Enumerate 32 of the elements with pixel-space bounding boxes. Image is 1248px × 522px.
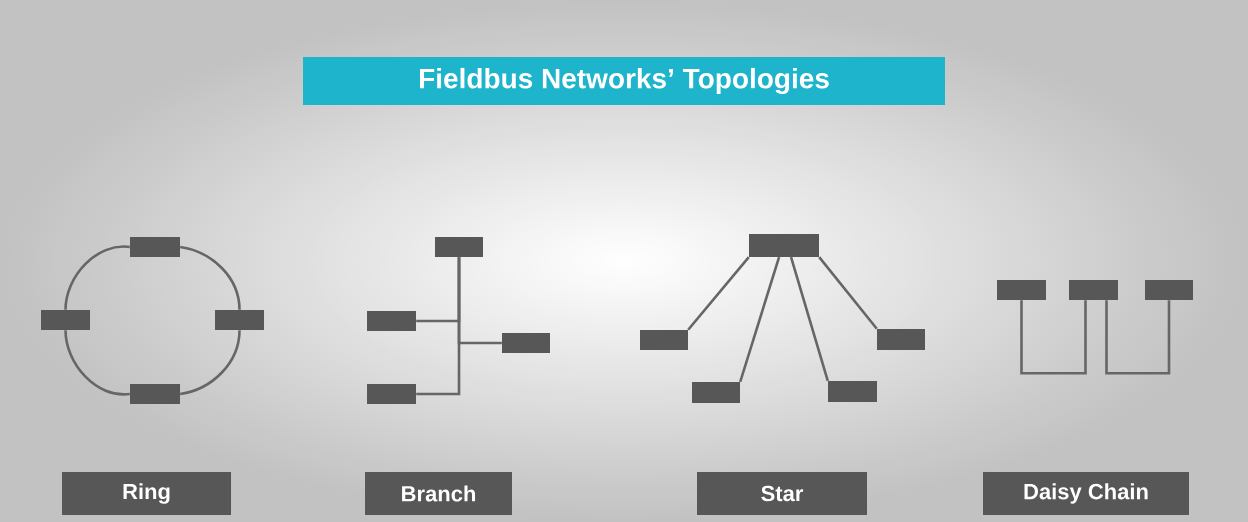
topology-label: Star	[697, 472, 867, 515]
connection-line	[64, 330, 130, 396]
connection-line	[1020, 300, 1087, 375]
connection-line	[818, 256, 878, 330]
device-box	[828, 381, 877, 402]
device-box	[130, 384, 180, 404]
device-box	[640, 330, 688, 350]
connection-line	[179, 330, 241, 396]
device-box	[1069, 280, 1118, 300]
device-box	[215, 310, 264, 330]
connection-line	[416, 257, 461, 396]
device-box	[502, 333, 550, 353]
title-banner: Fieldbus Networks’ Topologies	[303, 57, 945, 105]
topology-label: Branch	[365, 472, 512, 515]
connection-line	[179, 245, 241, 310]
device-box	[692, 382, 740, 403]
device-box	[435, 237, 483, 257]
connection-line	[64, 245, 130, 310]
device-box	[1145, 280, 1193, 300]
device-box	[749, 234, 819, 257]
device-box	[877, 329, 925, 350]
connection-line	[1105, 300, 1171, 375]
connection-line	[789, 256, 830, 382]
connection-line	[738, 256, 781, 383]
topology-label: Ring	[62, 472, 231, 515]
topology-label: Daisy Chain	[983, 472, 1189, 515]
device-box	[997, 280, 1046, 300]
device-box	[41, 310, 90, 330]
device-box	[130, 237, 180, 257]
device-box	[367, 311, 416, 331]
connection-line	[687, 256, 750, 331]
device-box	[367, 384, 416, 404]
